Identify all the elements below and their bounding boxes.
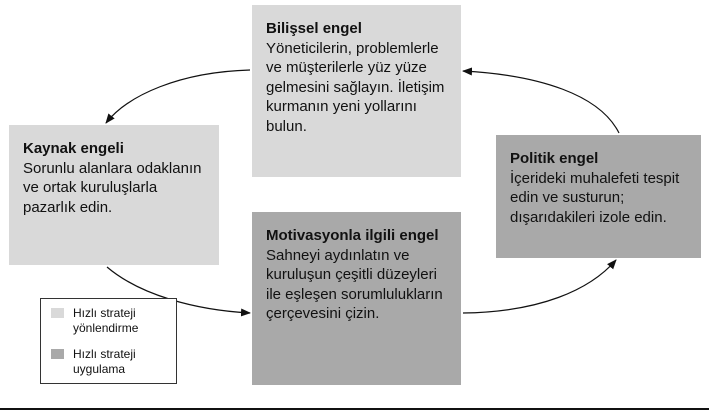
legend: Hızlı strateji yönlendirme Hızlı stratej… [40, 298, 177, 384]
kaynak-engeli-title: Kaynak engeli [23, 140, 124, 157]
legend-label-uygulama: Hızlı strateji uygulama [73, 347, 136, 376]
motivasyon-engel-title: Motivasyonla ilgili engel [266, 227, 439, 244]
politik-engel-text: İçerideki muhalefeti tespit edin ve sust… [510, 169, 680, 226]
kaynak-engeli-box: Kaynak engeli Sorunlu alanlara odaklanın… [9, 125, 219, 265]
kaynak-engeli-text: Sorunlu alanlara odaklanın ve ortak kuru… [23, 159, 202, 216]
legend-swatch-dark [51, 349, 64, 359]
arrow-politik-to-bilissel [462, 67, 620, 134]
bilissel-engel-box: Bilişsel engel Yöneticilerin, problemler… [252, 5, 461, 177]
arrow-motivasyon-to-politik [462, 259, 617, 314]
politik-engel-title: Politik engel [510, 150, 599, 167]
motivasyon-engel-box: Motivasyonla ilgili engel Sahneyi aydınl… [252, 212, 461, 385]
bottom-rule [0, 408, 709, 410]
arrow-bilissel-to-kaynak [105, 69, 251, 124]
legend-swatch-light [51, 308, 64, 318]
bilissel-engel-title: Bilişsel engel [266, 20, 362, 37]
motivasyon-engel-text: Sahneyi aydınlatın ve kuruluşun çeşitli … [266, 246, 443, 323]
politik-engel-box: Politik engel İçerideki muhalefeti tespi… [496, 135, 701, 258]
legend-label-yonlendirme: Hızlı strateji yönlendirme [73, 306, 139, 335]
bilissel-engel-text: Yöneticilerin, problemlerle ve müşterile… [266, 39, 445, 135]
